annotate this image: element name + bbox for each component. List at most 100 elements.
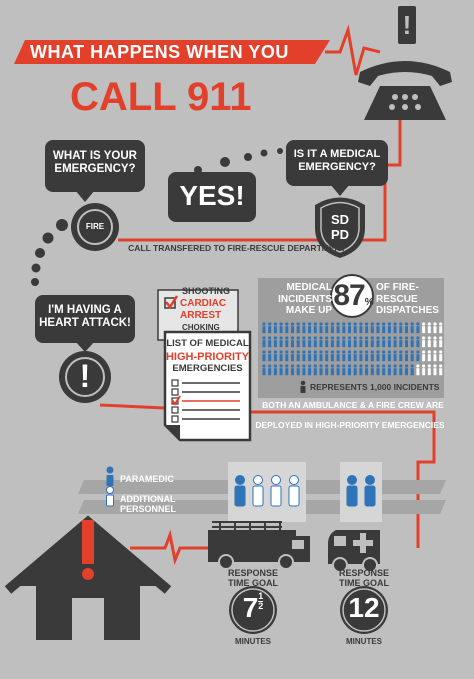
- sheet-title-3: EMERGENCIES: [172, 363, 243, 374]
- incident-figure: [427, 350, 431, 362]
- incident-figure: [427, 364, 431, 376]
- incident-figure: [336, 364, 340, 376]
- paramedic-figure: [364, 475, 376, 507]
- list-item-shooting: SHOOTING: [182, 286, 231, 296]
- incident-figure: [365, 336, 369, 348]
- legend-person-icon: [300, 380, 306, 393]
- incident-figure: [433, 364, 437, 376]
- incident-figure: [393, 364, 397, 376]
- incident-figure: [370, 322, 374, 334]
- incident-figure: [410, 350, 414, 362]
- incident-figure: [404, 364, 409, 376]
- incident-figure: [393, 336, 397, 348]
- phone-icon: !: [358, 6, 452, 120]
- incident-figure: [347, 350, 352, 362]
- incident-figure: [365, 364, 369, 376]
- people-grid: [262, 322, 443, 376]
- ambulance-time-value: 12: [348, 592, 380, 623]
- incident-figure: [359, 350, 363, 362]
- incident-figure: [290, 336, 295, 348]
- incident-figure: [416, 364, 420, 376]
- personnel-figure: [252, 475, 264, 507]
- incident-figure: [399, 336, 403, 348]
- incident-figure: [370, 364, 374, 376]
- incident-figure: [439, 336, 443, 348]
- fire-badge-icon: [71, 203, 119, 251]
- incident-figure: [290, 350, 295, 362]
- incident-figure: [410, 322, 414, 334]
- incident-figure: [268, 322, 272, 334]
- bubble-heart: [35, 295, 135, 352]
- incident-figure: [422, 322, 426, 334]
- incident-figure: [302, 336, 306, 348]
- incident-figure: [399, 350, 403, 362]
- incident-figure: [313, 350, 317, 362]
- incident-figure: [319, 350, 323, 362]
- incident-figure: [308, 364, 312, 376]
- incident-figure: [325, 364, 329, 376]
- incident-figure: [370, 350, 374, 362]
- fire-badge-label: FIRE: [85, 222, 105, 231]
- incident-figure: [308, 336, 312, 348]
- incident-figure: [422, 336, 426, 348]
- incident-figure: [427, 322, 431, 334]
- personnel-figure: [270, 475, 282, 507]
- incident-figure: [279, 322, 283, 334]
- incident-figure: [285, 350, 289, 362]
- incident-figure: [353, 322, 357, 334]
- incident-figure: [262, 336, 266, 348]
- incident-figure: [439, 364, 443, 376]
- incident-figure: [410, 336, 414, 348]
- incident-figure: [273, 364, 277, 376]
- fire-time-unit: MINUTES: [235, 637, 271, 646]
- bubble-what-is: [45, 140, 145, 202]
- incident-figure: [336, 350, 340, 362]
- paramedic-legend-icon: [106, 466, 114, 486]
- incident-figure: [353, 350, 357, 362]
- incident-figure: [359, 322, 363, 334]
- incident-figure: [347, 336, 352, 348]
- ambulance-timer: [340, 586, 388, 634]
- svg-text:!: !: [403, 10, 412, 40]
- incident-figure: [268, 350, 272, 362]
- incident-figure: [330, 364, 334, 376]
- incident-figure: [370, 336, 374, 348]
- incident-figure: [290, 364, 295, 376]
- incident-figure: [296, 336, 300, 348]
- incident-figure: [319, 322, 323, 334]
- incident-figure: [365, 322, 369, 334]
- incident-figure: [404, 336, 409, 348]
- incident-figure: [376, 322, 380, 334]
- emergency-sheet: [163, 330, 252, 442]
- incident-figure: [279, 364, 283, 376]
- incident-figure: [404, 350, 409, 362]
- incident-figure: [325, 322, 329, 334]
- incident-figure: [404, 322, 409, 334]
- incident-figure: [439, 350, 443, 362]
- incident-figure: [382, 336, 386, 348]
- incident-figure: [376, 350, 380, 362]
- incident-figure: [268, 336, 272, 348]
- incident-figure: [336, 336, 340, 348]
- incident-figure: [273, 336, 277, 348]
- incident-figure: [347, 322, 352, 334]
- header-banner: [14, 24, 381, 76]
- incident-figure: [290, 322, 295, 334]
- incident-figure: [382, 322, 386, 334]
- thought-dots: [31, 148, 283, 286]
- incident-figure: [296, 322, 300, 334]
- incident-figure: [433, 336, 437, 348]
- incident-figure: [353, 336, 357, 348]
- incident-figure: [399, 364, 403, 376]
- legend-paramedic: PARAMEDIC: [120, 474, 174, 484]
- header-title-top: WHAT HAPPENS WHEN YOU: [30, 42, 289, 62]
- sheet-title-1: LIST OF MEDICAL: [166, 338, 249, 349]
- incident-figure: [296, 350, 300, 362]
- incident-figure: [433, 322, 437, 334]
- incident-figure: [302, 322, 306, 334]
- alert-circle-icon: [59, 351, 111, 403]
- incident-figure: [330, 336, 334, 348]
